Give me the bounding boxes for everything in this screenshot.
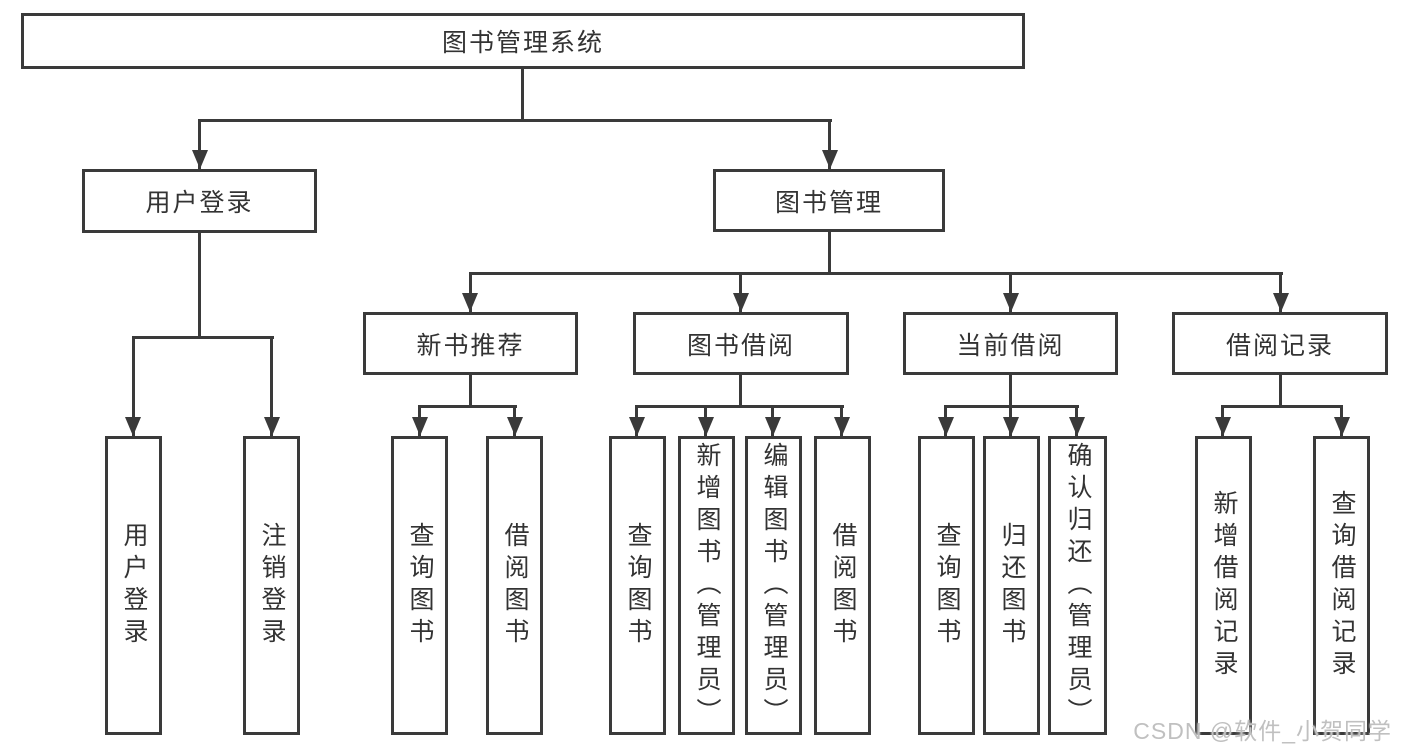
connector-level2-hline — [198, 119, 832, 122]
connector-borrow-records-stem — [1279, 375, 1282, 408]
node-root: 图书管理系统 — [21, 13, 1025, 69]
node-borrow-records: 借阅记录 — [1172, 312, 1388, 375]
connector-group1-hline — [132, 336, 274, 339]
node-current-return-leaf: 归还图书 — [983, 436, 1040, 735]
node-logout-leaf-label: 注销登录 — [258, 521, 286, 650]
node-book-mgmt-label: 图书管理 — [774, 188, 883, 217]
arrow-head — [1069, 417, 1085, 436]
node-current-return-leaf-label: 归还图书 — [998, 521, 1026, 650]
arrow-head — [125, 417, 141, 436]
node-book-mgmt: 图书管理 — [713, 169, 945, 232]
arrow-head — [462, 293, 478, 312]
node-newbooks-borrow-leaf-label: 借阅图书 — [501, 521, 529, 650]
arrow-head — [698, 417, 714, 436]
node-user-login-leaf: 用户登录 — [105, 436, 162, 735]
connector-book-borrow-stem — [739, 375, 742, 408]
arrow-head — [834, 417, 850, 436]
node-user-login-leaf-label: 用户登录 — [120, 521, 148, 650]
arrow-head — [733, 293, 749, 312]
node-user-login-label: 用户登录 — [145, 189, 254, 217]
connector-group2-hline — [419, 405, 517, 408]
connector-level3-child4 — [1279, 272, 1282, 312]
node-newbooks-query-leaf: 查询图书 — [391, 436, 448, 735]
connector-root-stem — [521, 69, 524, 121]
node-current-query-leaf: 查询图书 — [918, 436, 975, 735]
arrow-head — [264, 417, 280, 436]
connector-group1-child2 — [270, 336, 273, 436]
arrow-head — [629, 417, 645, 436]
arrow-head — [938, 417, 954, 436]
node-borrow-borrow-leaf-label: 借阅图书 — [829, 521, 857, 650]
watermark: CSDN @软件_小贺同学 — [1133, 718, 1392, 744]
node-book-borrow: 图书借阅 — [633, 312, 849, 375]
connector-level3-child2 — [739, 272, 742, 312]
node-borrow-borrow-leaf: 借阅图书 — [814, 436, 871, 735]
node-borrow-edit-leaf: 编辑图书（管理员） — [745, 436, 802, 735]
node-logout-leaf: 注销登录 — [243, 436, 300, 735]
node-borrow-edit-leaf-label: 编辑图书（管理员） — [760, 441, 788, 730]
arrow-head — [765, 417, 781, 436]
node-current-borrow-label: 当前借阅 — [956, 331, 1065, 360]
node-newbooks-borrow-leaf: 借阅图书 — [486, 436, 543, 735]
connector-level3-child3 — [1009, 272, 1012, 312]
node-book-borrow-label: 图书借阅 — [686, 331, 795, 360]
node-records-query-leaf-label: 查询借阅记录 — [1328, 489, 1356, 682]
arrow-head — [412, 417, 428, 436]
node-records-query-leaf: 查询借阅记录 — [1313, 436, 1370, 735]
node-current-confirm-leaf: 确认归还（管理员） — [1048, 436, 1107, 735]
arrow-head — [1334, 417, 1350, 436]
node-root-label: 图书管理系统 — [441, 29, 604, 57]
arrow-head — [507, 417, 523, 436]
node-borrow-query-leaf: 查询图书 — [609, 436, 666, 735]
arrow-head — [822, 150, 838, 169]
connector-user-login-stem — [198, 233, 201, 338]
connector-group5-hline — [1222, 405, 1343, 408]
node-borrow-add-leaf: 新增图书（管理员） — [678, 436, 735, 735]
connector-group1-child1 — [132, 336, 135, 436]
node-borrow-add-leaf-label: 新增图书（管理员） — [693, 441, 721, 730]
connector-level3-hline — [469, 272, 1283, 275]
connector-level3-child1 — [469, 272, 472, 312]
connector-current-borrow-stem — [1009, 375, 1012, 408]
node-current-query-leaf-label: 查询图书 — [933, 521, 961, 650]
node-current-borrow: 当前借阅 — [903, 312, 1118, 375]
node-new-books-label: 新书推荐 — [416, 331, 525, 360]
node-borrow-records-label: 借阅记录 — [1225, 331, 1334, 360]
node-user-login: 用户登录 — [82, 169, 317, 233]
node-borrow-query-leaf-label: 查询图书 — [624, 521, 652, 650]
arrow-head — [1215, 417, 1231, 436]
node-current-confirm-leaf-label: 确认归还（管理员） — [1064, 441, 1092, 730]
connector-group3-hline — [636, 405, 844, 408]
connector-book-mgmt-stem — [828, 232, 831, 274]
node-new-books: 新书推荐 — [363, 312, 578, 375]
arrow-head — [1003, 293, 1019, 312]
connector-group4-hline — [945, 405, 1079, 408]
arrow-head — [1273, 293, 1289, 312]
connector-new-books-stem — [469, 375, 472, 408]
node-records-add-leaf-label: 新增借阅记录 — [1210, 489, 1238, 682]
connector-level2-left-stem — [198, 119, 201, 169]
arrow-head — [1003, 417, 1019, 436]
node-newbooks-query-leaf-label: 查询图书 — [406, 521, 434, 650]
arrow-head — [192, 150, 208, 169]
connector-level2-right-stem — [828, 119, 831, 169]
node-records-add-leaf: 新增借阅记录 — [1195, 436, 1252, 735]
